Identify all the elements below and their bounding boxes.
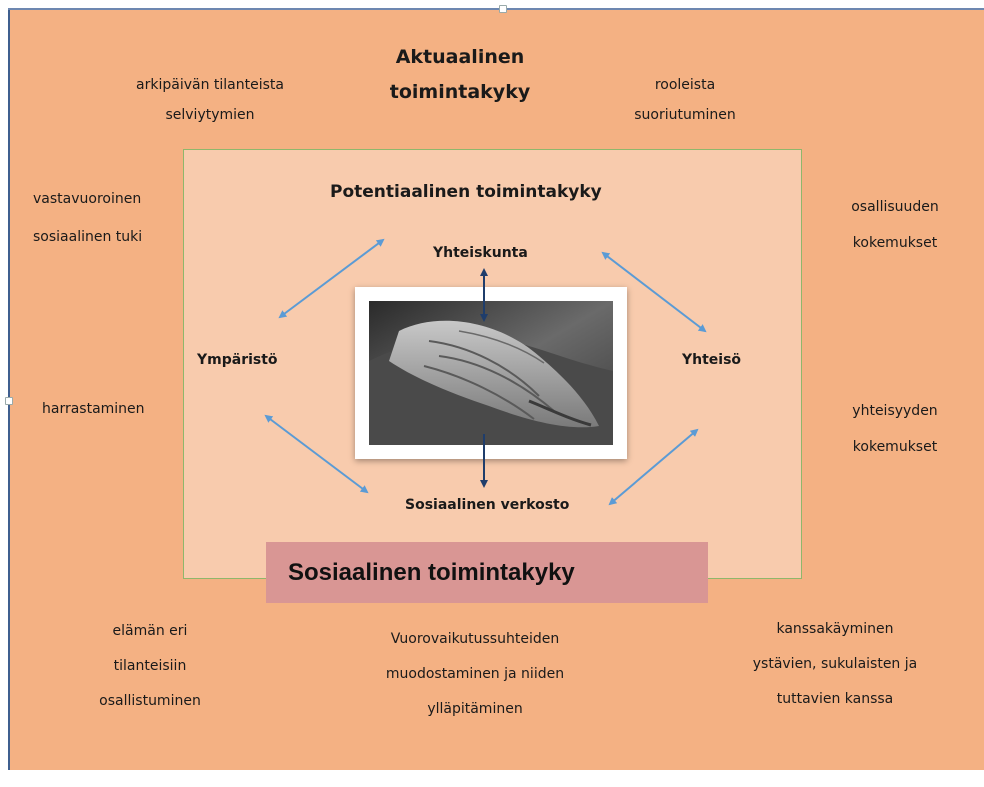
label-line: ylläpitäminen — [427, 701, 523, 717]
resize-handle-left[interactable] — [5, 397, 13, 405]
label-line: tuttavien kanssa — [776, 691, 894, 707]
label-arkipaivan: arkipäivän tilanteista selviytymien — [110, 70, 310, 130]
inner-title: Potentiaalinen toimintakyky — [330, 182, 602, 202]
label-elaman-eri: elämän eri tilanteisiin osallistuminen — [70, 614, 230, 719]
resize-handle-top[interactable] — [499, 5, 507, 13]
label-line: rooleista — [654, 77, 716, 93]
label-line: muodostaminen ja niiden — [385, 666, 565, 682]
label-line: sosiaalinen tuki — [33, 229, 143, 245]
arrow-ymparisto-verkosto — [264, 414, 369, 494]
hands-photo-image — [369, 301, 613, 445]
frame-left-border — [8, 10, 10, 770]
hands-photo — [355, 287, 627, 459]
outer-title-line-1: Aktuaalinen — [395, 46, 525, 68]
arrow-yhteiskunta-yhteiso — [601, 251, 707, 333]
outer-title-line-2: toimintakyky — [389, 81, 531, 103]
label-kanssakayminen: kanssakäyminen ystävien, sukulaisten ja … — [730, 612, 940, 717]
banner-sosiaalinen-toimintakyky: Sosiaalinen toimintakyky — [266, 542, 708, 603]
arrow-verkosto-yhteiso — [608, 428, 699, 506]
label-line: Vuorovaikutussuhteiden — [390, 631, 560, 647]
outer-title: Aktuaalinen toimintakyky — [360, 40, 560, 110]
label-line: vastavuoroinen — [33, 191, 142, 207]
node-sosiaalinen-verkosto: Sosiaalinen verkosto — [405, 497, 570, 513]
label-yhteisyyden: yhteisyyden kokemukset — [820, 396, 970, 462]
label-line: arkipäivän tilanteista — [136, 77, 284, 93]
label-line: yhteisyyden — [852, 403, 938, 419]
label-line: ystävien, sukulaisten ja — [752, 656, 918, 672]
label-line: tilanteisiin — [113, 658, 187, 674]
label-line: suoriutuminen — [634, 107, 736, 123]
label-vastavuoroinen: vastavuoroinen sosiaalinen tuki — [33, 184, 142, 252]
label-line: kanssakäyminen — [776, 621, 894, 637]
node-yhteiso: Yhteisö — [682, 352, 742, 368]
node-ymparisto: Ympäristö — [197, 352, 278, 368]
label-rooleista: rooleista suoriutuminen — [610, 70, 760, 130]
label-osallisuuden: osallisuuden kokemukset — [820, 192, 970, 258]
label-line: osallistuminen — [99, 693, 201, 709]
label-line: elämän eri — [112, 623, 188, 639]
arrow-ymparisto-yhteiskunta — [278, 238, 385, 319]
label-line: harrastaminen — [42, 401, 145, 417]
label-harrastaminen: harrastaminen — [42, 394, 145, 424]
label-vuorovaikutus: Vuorovaikutussuhteiden muodostaminen ja … — [355, 622, 595, 727]
label-line: kokemukset — [852, 235, 938, 251]
node-yhteiskunta: Yhteiskunta — [433, 245, 528, 261]
frame-top-border — [8, 8, 984, 10]
label-line: osallisuuden — [851, 199, 939, 215]
label-line: selviytymien — [165, 107, 255, 123]
label-line: kokemukset — [852, 439, 938, 455]
